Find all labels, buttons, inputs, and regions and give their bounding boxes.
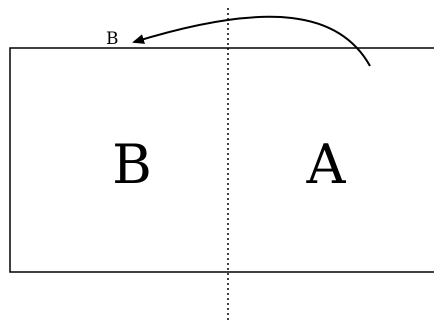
paper-outline	[9, 47, 434, 273]
arrow-target-label: B	[106, 29, 119, 49]
left-panel-label: B	[112, 133, 152, 196]
right-panel-label: A	[306, 133, 347, 196]
fold-arrow	[132, 15, 371, 67]
